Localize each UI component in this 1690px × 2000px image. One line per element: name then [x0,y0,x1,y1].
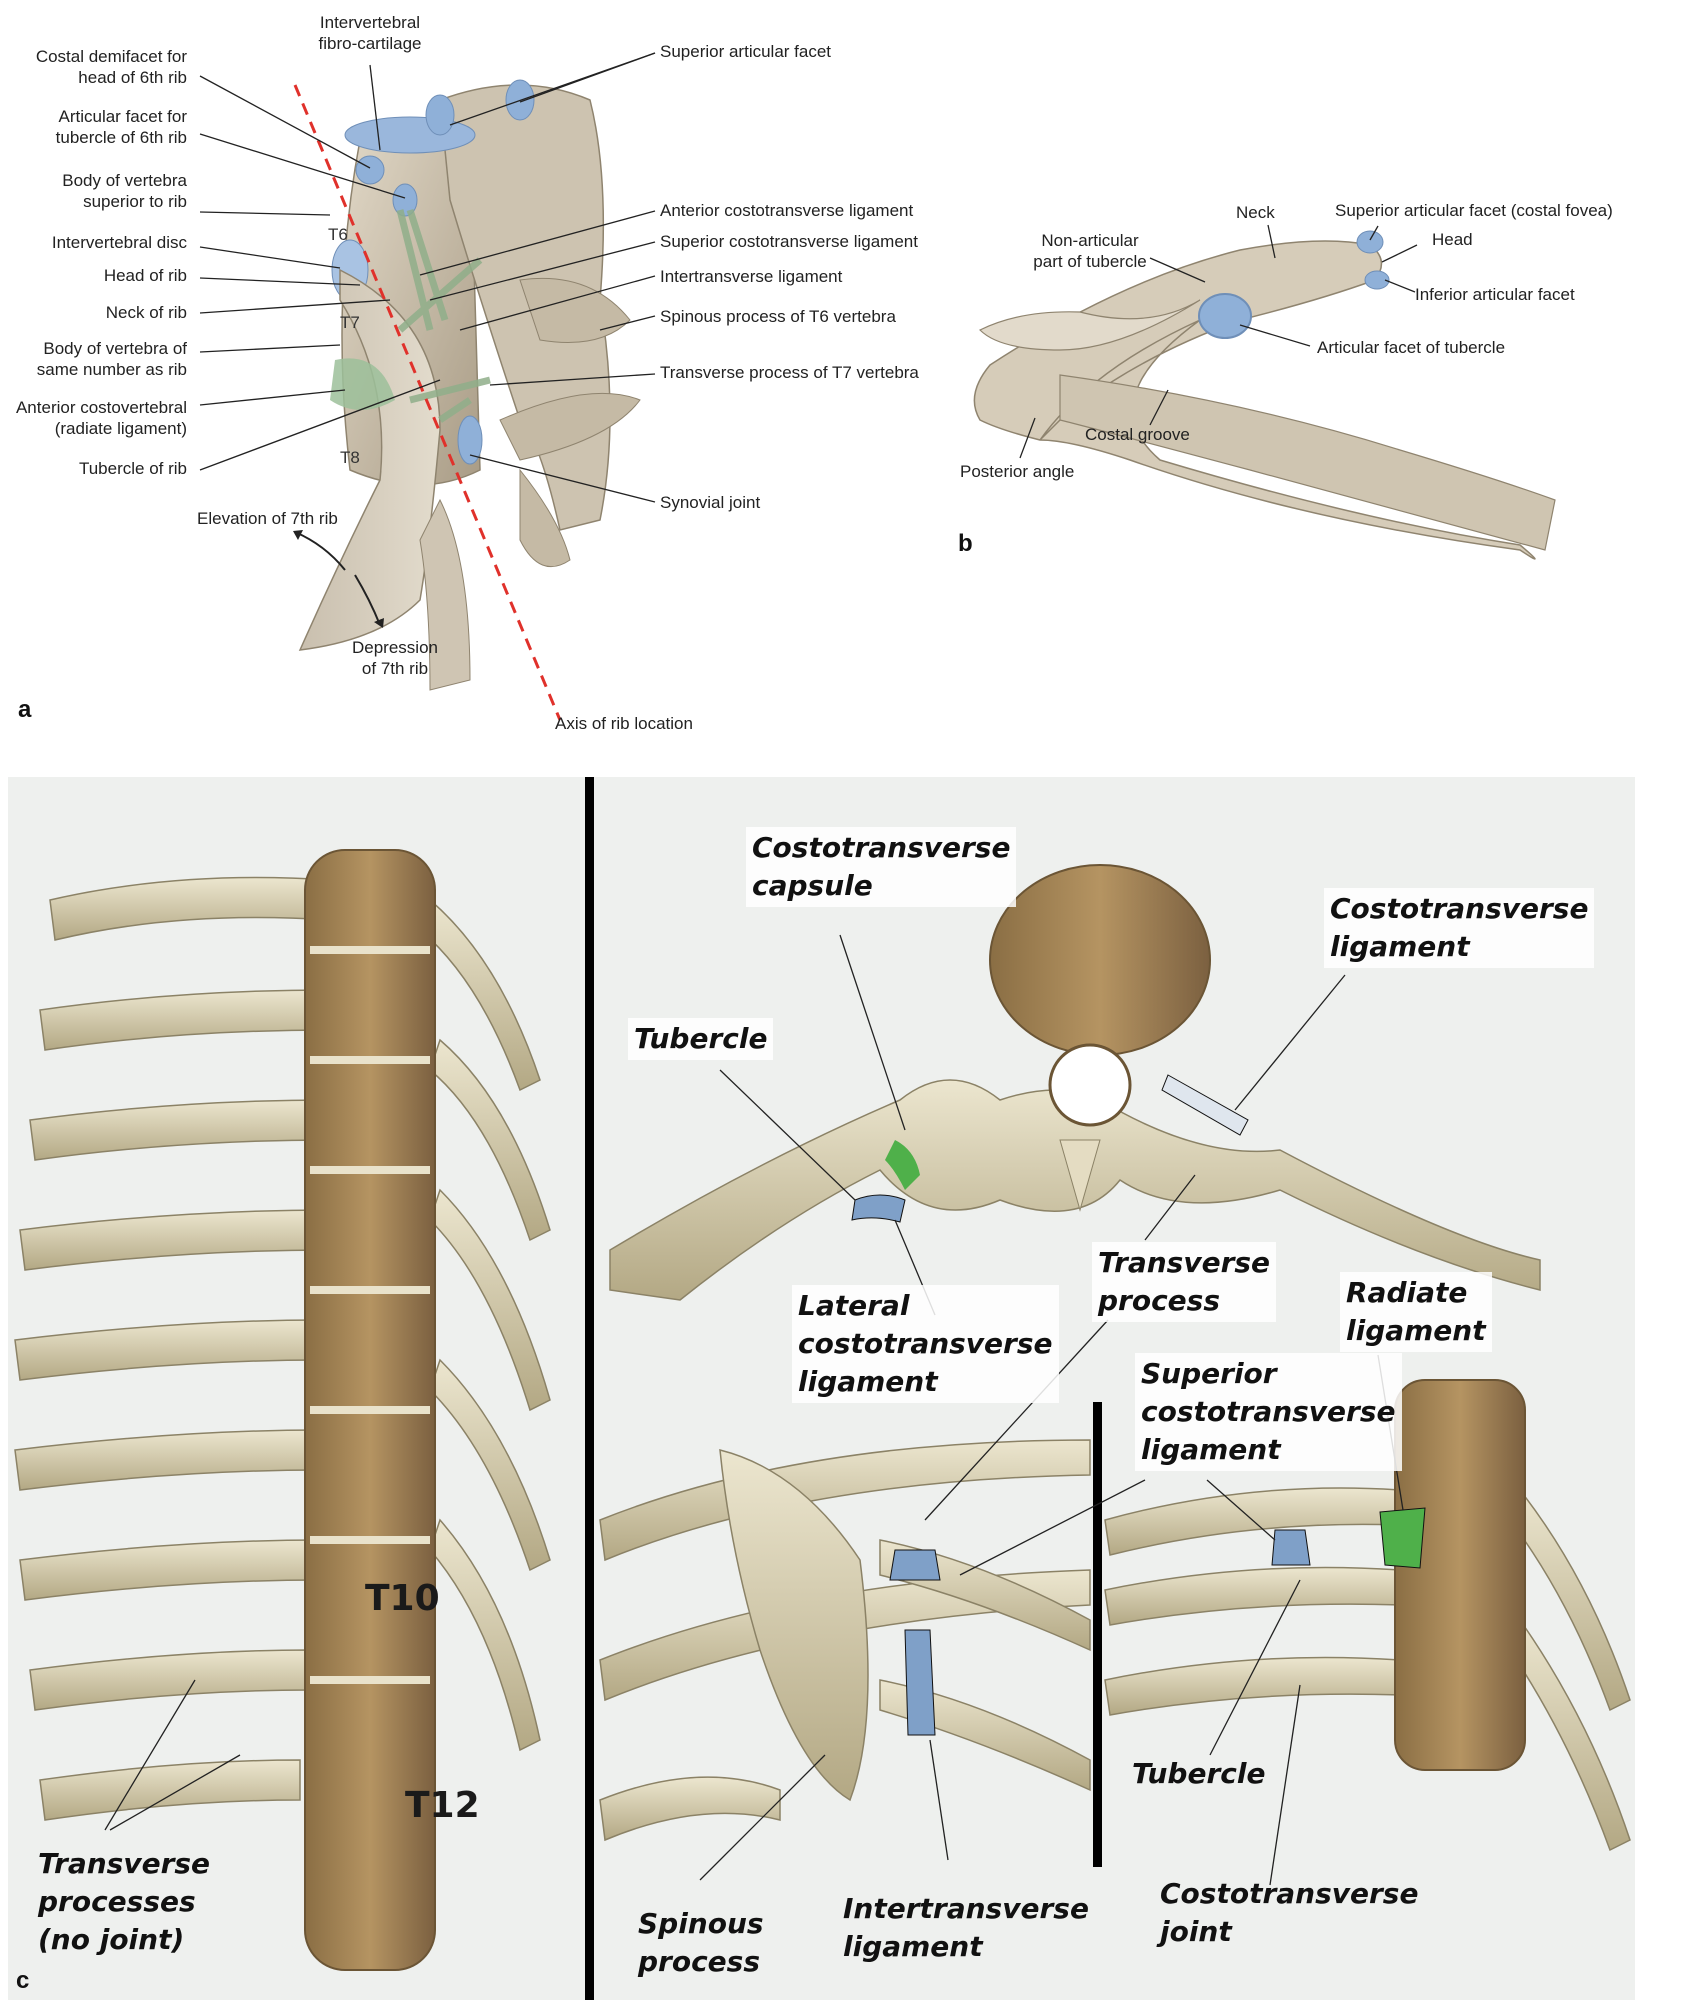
panel-letter-c: c [16,1967,30,1994]
label-non-articular: Non-articular part of tubercle [1033,231,1147,271]
label-lateral-costotransverse: Lateral costotransverse ligament [792,1285,1059,1403]
label-tubercle-top: Tubercle [628,1018,774,1060]
ct-label-t10: T10 [365,1578,440,1619]
lateral-ct-ligament-mark [851,1194,906,1223]
label-costotransverse-capsule: Costotransverse capsule [746,827,1017,907]
panel-letter-a: a [18,696,32,723]
inferior-costal-facet [1364,270,1390,290]
panel-divider-inner [1093,1402,1102,1867]
superior-ct-mark-right [1271,1529,1311,1566]
superior-costal-facet [1356,230,1384,254]
label-tubercle-of-rib: Tubercle of rib [78,459,187,478]
label-posterior-angle: Posterior angle [960,462,1075,481]
radiate-mark [1379,1507,1426,1569]
posterior-ct-view [599,1319,1146,1881]
vertebra-t8: T8 [340,448,360,467]
label-anterior-costovertebral: Anterior costovertebral (radiate ligamen… [15,398,187,438]
label-costotransverse-joint: Costotransverse joint [1160,1877,1419,1948]
articular-facet-of-tubercle [1198,293,1252,339]
label-superior-articular-facet: Superior articular facet [660,42,832,61]
label-neck: Neck [1236,203,1275,222]
panel-letter-b: b [958,530,973,557]
label-anterior-costotransverse: Anterior costotransverse ligament [660,201,914,220]
label-depression: Depression of 7th rib [352,638,438,678]
lower-rib [419,498,471,691]
label-tubercle-facet: Articular facet of tubercle [1317,338,1506,357]
label-superior-costotransverse: Superior costotransverse ligament [660,232,918,251]
label-synovial-joint: Synovial joint [660,493,761,512]
costotransverse-ligaments [396,208,491,423]
label-costal-demifacet: Costal demifacet for head of 6th rib [35,47,187,87]
ct-label-t12: T12 [405,1785,480,1826]
label-transverse-no-joint: Transverse processes (no joint) [38,1847,211,1956]
rib-upper-curve [978,299,1201,351]
label-costotransverse-ligament: Costotransverse ligament [1324,888,1595,968]
left-ct-spine [14,849,551,1971]
label-neck-of-rib: Neck of rib [105,303,187,322]
label-transverse-process-t7: Transverse process of T7 vertebra [660,363,919,382]
label-intervertebral-disc: Intervertebral disc [51,233,187,252]
label-spinous-process: Spinous process [638,1907,764,1978]
label-head-of-rib: Head of rib [103,266,187,285]
label-intertransverse-ligament: Intertransverse ligament [843,1892,1089,1963]
costal-demifacet [355,155,385,185]
rib-axis-line [293,84,562,721]
lateral-ct-view [1104,1354,1631,1886]
lower-process [519,468,571,568]
ct-ligament-mark [1161,1074,1249,1136]
transverse-process-t7 [499,392,641,461]
panel-divider-vertical [585,777,594,2000]
label-spinous-process-t6: Spinous process of T6 vertebra [660,307,896,326]
mid-superior-ct-mark [889,1549,941,1581]
label-articular-facet-tubercle: Articular facet for tubercle of 6th rib [55,107,187,147]
synovial-joint [457,415,483,465]
label-head: Head [1432,230,1473,249]
label-costal-groove: Costal groove [1085,425,1190,444]
label-axis: Axis of rib location [555,714,693,733]
label-elevation: Elevation of 7th rib [197,509,338,528]
label-transverse-process: Transverse process [1092,1242,1277,1322]
label-superior-costotransverse-c: Superior costotransverse ligament [1135,1353,1402,1471]
label-tubercle-bottom: Tubercle [1132,1757,1266,1790]
radiate-ligament [330,358,395,410]
capsule-highlight [885,1140,920,1190]
label-radiate-ligament: Radiate ligament [1340,1272,1492,1352]
label-fibro-cartilage: Intervertebral fibro-cartilage [318,13,422,53]
rib-body-lower [1059,374,1556,551]
spinous-process-t6 [519,277,631,343]
label-superior-facet-costal-fovea: Superior articular facet (costal fovea) [1335,201,1613,220]
intertransverse-mark [904,1629,936,1736]
label-inferior-facet: Inferior articular facet [1415,285,1575,304]
label-body-same: Body of vertebra of same number as rib [36,339,187,379]
superior-articular-facet-1 [425,94,455,136]
axial-ct-vertebra [609,864,1541,1316]
label-intertransverse: Intertransverse ligament [660,267,843,286]
label-body-superior: Body of vertebra superior to rib [62,171,187,211]
vertebra-t7: T7 [340,313,360,332]
vertebra-t6: T6 [328,225,348,244]
